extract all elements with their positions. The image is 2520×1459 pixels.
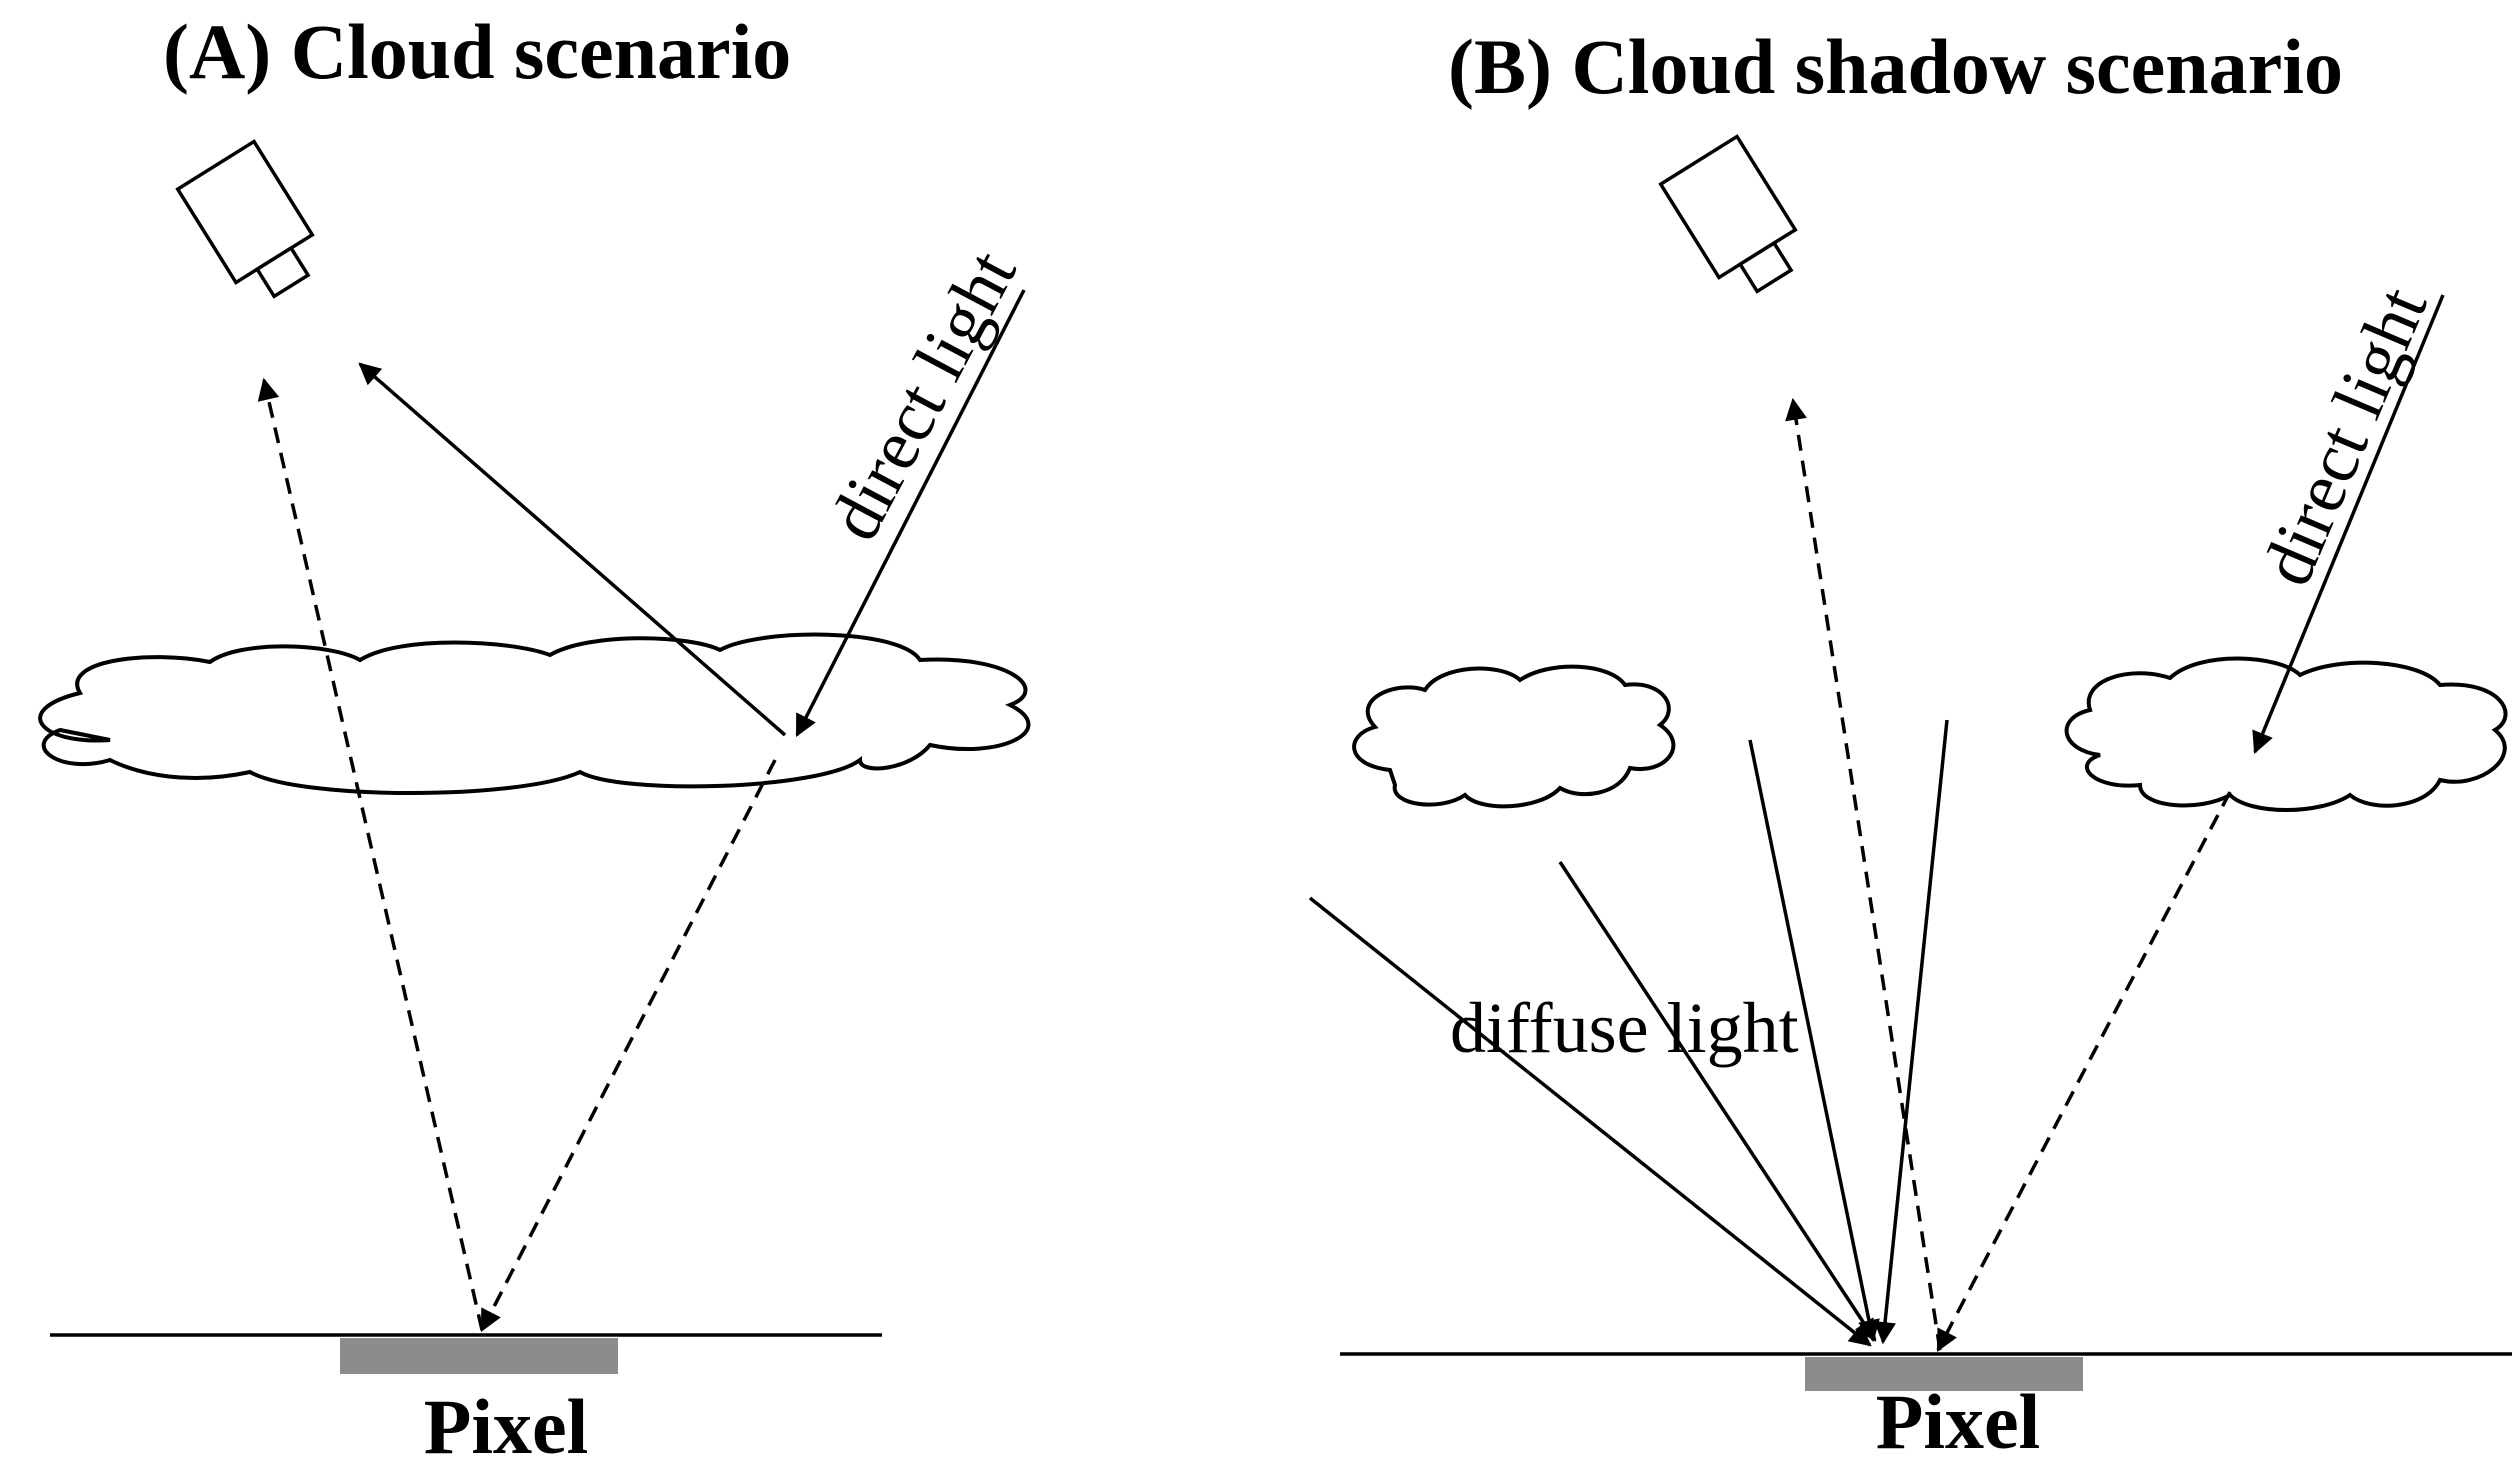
- panel-a-pixel: [340, 1338, 618, 1374]
- panel-a: (A) Cloud scenario direct light Pixel: [38, 8, 1032, 1459]
- panel-b-diffuse-ray-3: [1748, 739, 1880, 1343]
- panel-a-satellite-icon: [175, 139, 315, 299]
- panel-b-pixel: [1805, 1357, 2083, 1391]
- panel-a-dashed-ground-to-sensor: [257, 377, 484, 1331]
- panel-b-diffuse-ray-2: [1558, 861, 1877, 1342]
- panel-b-diffuse-ray-1: [1308, 896, 1872, 1347]
- panel-a-cloud: [38, 632, 1031, 795]
- panel-b-diffuse-light-label: diffuse light: [1450, 988, 1799, 1068]
- panel-a-pixel-label: Pixel: [424, 1383, 589, 1459]
- panel-a-direct-light-ray: [795, 289, 1026, 737]
- panel-a-title: (A) Cloud scenario: [163, 8, 791, 95]
- panel-a-dashed-cloud-to-ground: [480, 759, 777, 1332]
- panel-b-satellite-icon: [1658, 134, 1798, 294]
- panel-b-dashed-ground-to-sensor: [1785, 397, 1942, 1351]
- panel-b: (B) Cloud shadow scenario direct light d…: [1308, 23, 2512, 1459]
- panel-b-direct-light-ray: [2252, 294, 2445, 755]
- panel-b-diffuse-ray-4: [1874, 719, 1949, 1345]
- panel-b-left-cloud: [1352, 664, 1676, 809]
- panel-b-right-cloud: [2064, 656, 2508, 812]
- panel-a-direct-light-label: direct light: [813, 238, 1031, 553]
- panel-b-pixel-label: Pixel: [1876, 1378, 2041, 1459]
- panel-b-title: (B) Cloud shadow scenario: [1448, 23, 2343, 110]
- panel-b-direct-light-label: direct light: [2246, 276, 2442, 596]
- panel-a-cloud-reflection-ray: [358, 362, 787, 737]
- panel-b-dashed-cloud-to-ground: [1936, 791, 2232, 1352]
